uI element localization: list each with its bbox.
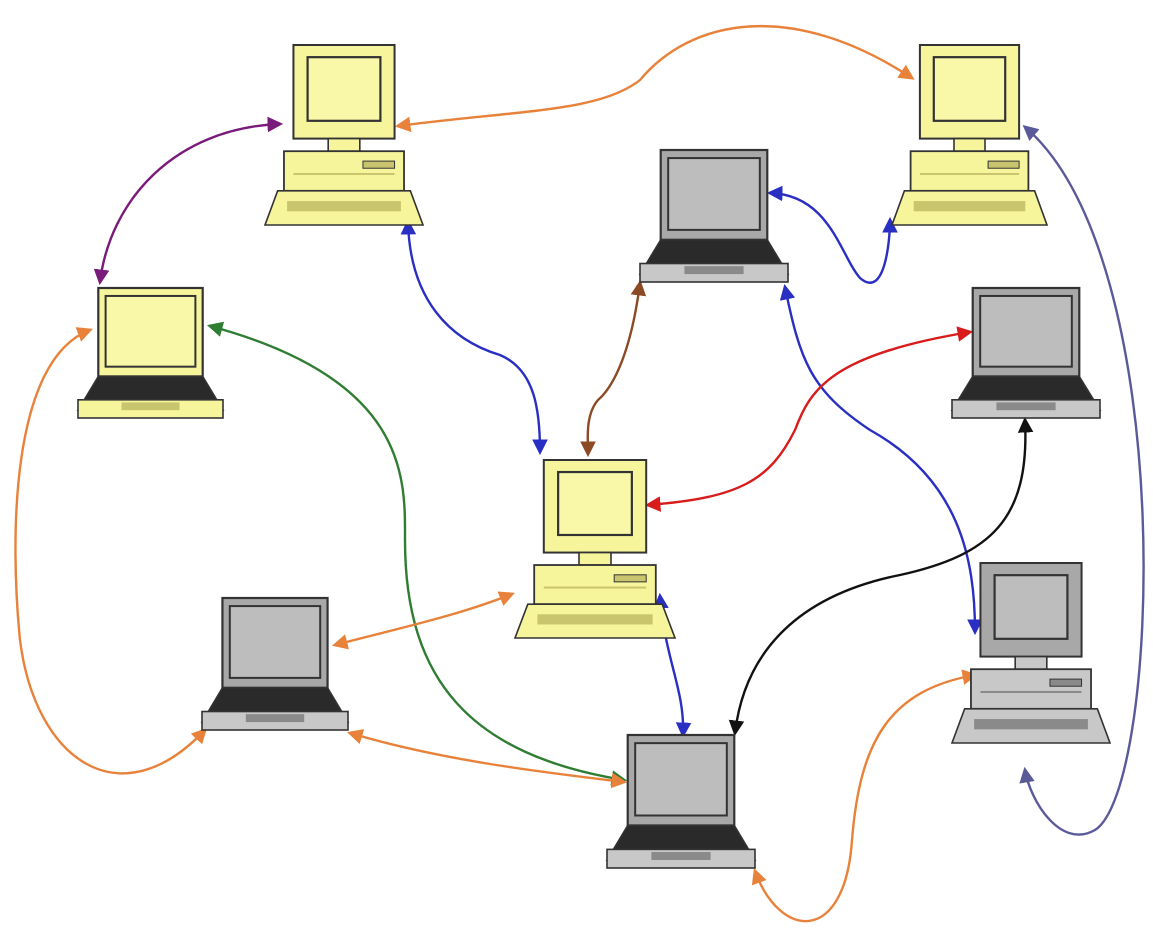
computer-case bbox=[970, 668, 1092, 710]
computer-case bbox=[533, 564, 657, 606]
link-laptop-bottom-center-to-desktop-bottom-right bbox=[751, 669, 979, 923]
case-line bbox=[919, 172, 1020, 175]
laptop-touchpad bbox=[651, 852, 711, 861]
node-laptop-left-laptop-icon bbox=[76, 286, 225, 419]
computer-case bbox=[283, 150, 405, 192]
node-desktop-top-right-desktop-icon bbox=[890, 44, 1049, 226]
monitor-screen bbox=[932, 56, 1007, 122]
laptop-screen bbox=[979, 294, 1073, 368]
case-line bbox=[980, 690, 1082, 693]
monitor-screen bbox=[557, 470, 633, 537]
node-laptop-bottom-center-laptop-icon bbox=[605, 733, 757, 869]
nodes-layer bbox=[76, 44, 1112, 869]
drive-slot bbox=[1049, 678, 1083, 687]
link-desktop-top-left-to-laptop-left bbox=[93, 116, 284, 286]
laptop-touchpad bbox=[121, 402, 180, 411]
link-desktop-center-to-laptop-bottom-left bbox=[331, 591, 515, 650]
node-laptop-right-laptop-icon bbox=[950, 286, 1102, 419]
link-laptop-left-to-laptop-bottom-left bbox=[14, 327, 208, 775]
node-desktop-center-desktop-icon bbox=[513, 459, 677, 639]
monitor-stand bbox=[953, 137, 986, 153]
node-laptop-top-center-laptop-icon bbox=[638, 148, 790, 283]
link-laptop-top-center-to-desktop-center bbox=[580, 279, 647, 458]
computer-case bbox=[909, 150, 1030, 192]
monitor-stand bbox=[578, 551, 612, 566]
drive-slot bbox=[613, 574, 647, 583]
laptop-touchpad bbox=[245, 714, 305, 723]
node-desktop-bottom-right-desktop-icon bbox=[950, 562, 1112, 744]
monitor-screen bbox=[993, 574, 1069, 640]
node-laptop-bottom-left-laptop-icon bbox=[200, 596, 350, 731]
laptop-screen bbox=[634, 742, 728, 817]
drive-slot bbox=[362, 160, 396, 169]
monitor-stand bbox=[1014, 655, 1048, 670]
link-desktop-top-left-to-desktop-top-right bbox=[394, 24, 915, 133]
laptop-screen bbox=[228, 605, 322, 679]
keyboard-keys bbox=[913, 201, 1026, 212]
laptop-touchpad bbox=[996, 402, 1056, 411]
laptop-screen bbox=[104, 294, 197, 368]
link-desktop-top-left-to-desktop-center bbox=[400, 218, 548, 456]
keyboard-keys bbox=[287, 201, 401, 212]
link-laptop-bottom-left-to-laptop-bottom-center bbox=[347, 729, 628, 789]
link-laptop-right-to-desktop-center bbox=[644, 326, 974, 512]
keyboard-keys bbox=[537, 614, 653, 625]
link-laptop-top-center-to-desktop-top-right bbox=[766, 185, 898, 284]
laptop-screen bbox=[667, 157, 761, 231]
node-desktop-top-left-desktop-icon bbox=[263, 44, 425, 226]
drive-slot bbox=[987, 160, 1020, 169]
link-desktop-top-right-to-desktop-bottom-right bbox=[1019, 124, 1145, 836]
keyboard-keys bbox=[974, 719, 1088, 730]
monitor-screen bbox=[306, 56, 382, 122]
link-laptop-right-to-laptop-bottom-center bbox=[728, 416, 1034, 737]
monitor-stand bbox=[327, 137, 361, 153]
case-line bbox=[543, 586, 647, 589]
case-line bbox=[293, 172, 395, 175]
laptop-touchpad bbox=[684, 266, 744, 275]
